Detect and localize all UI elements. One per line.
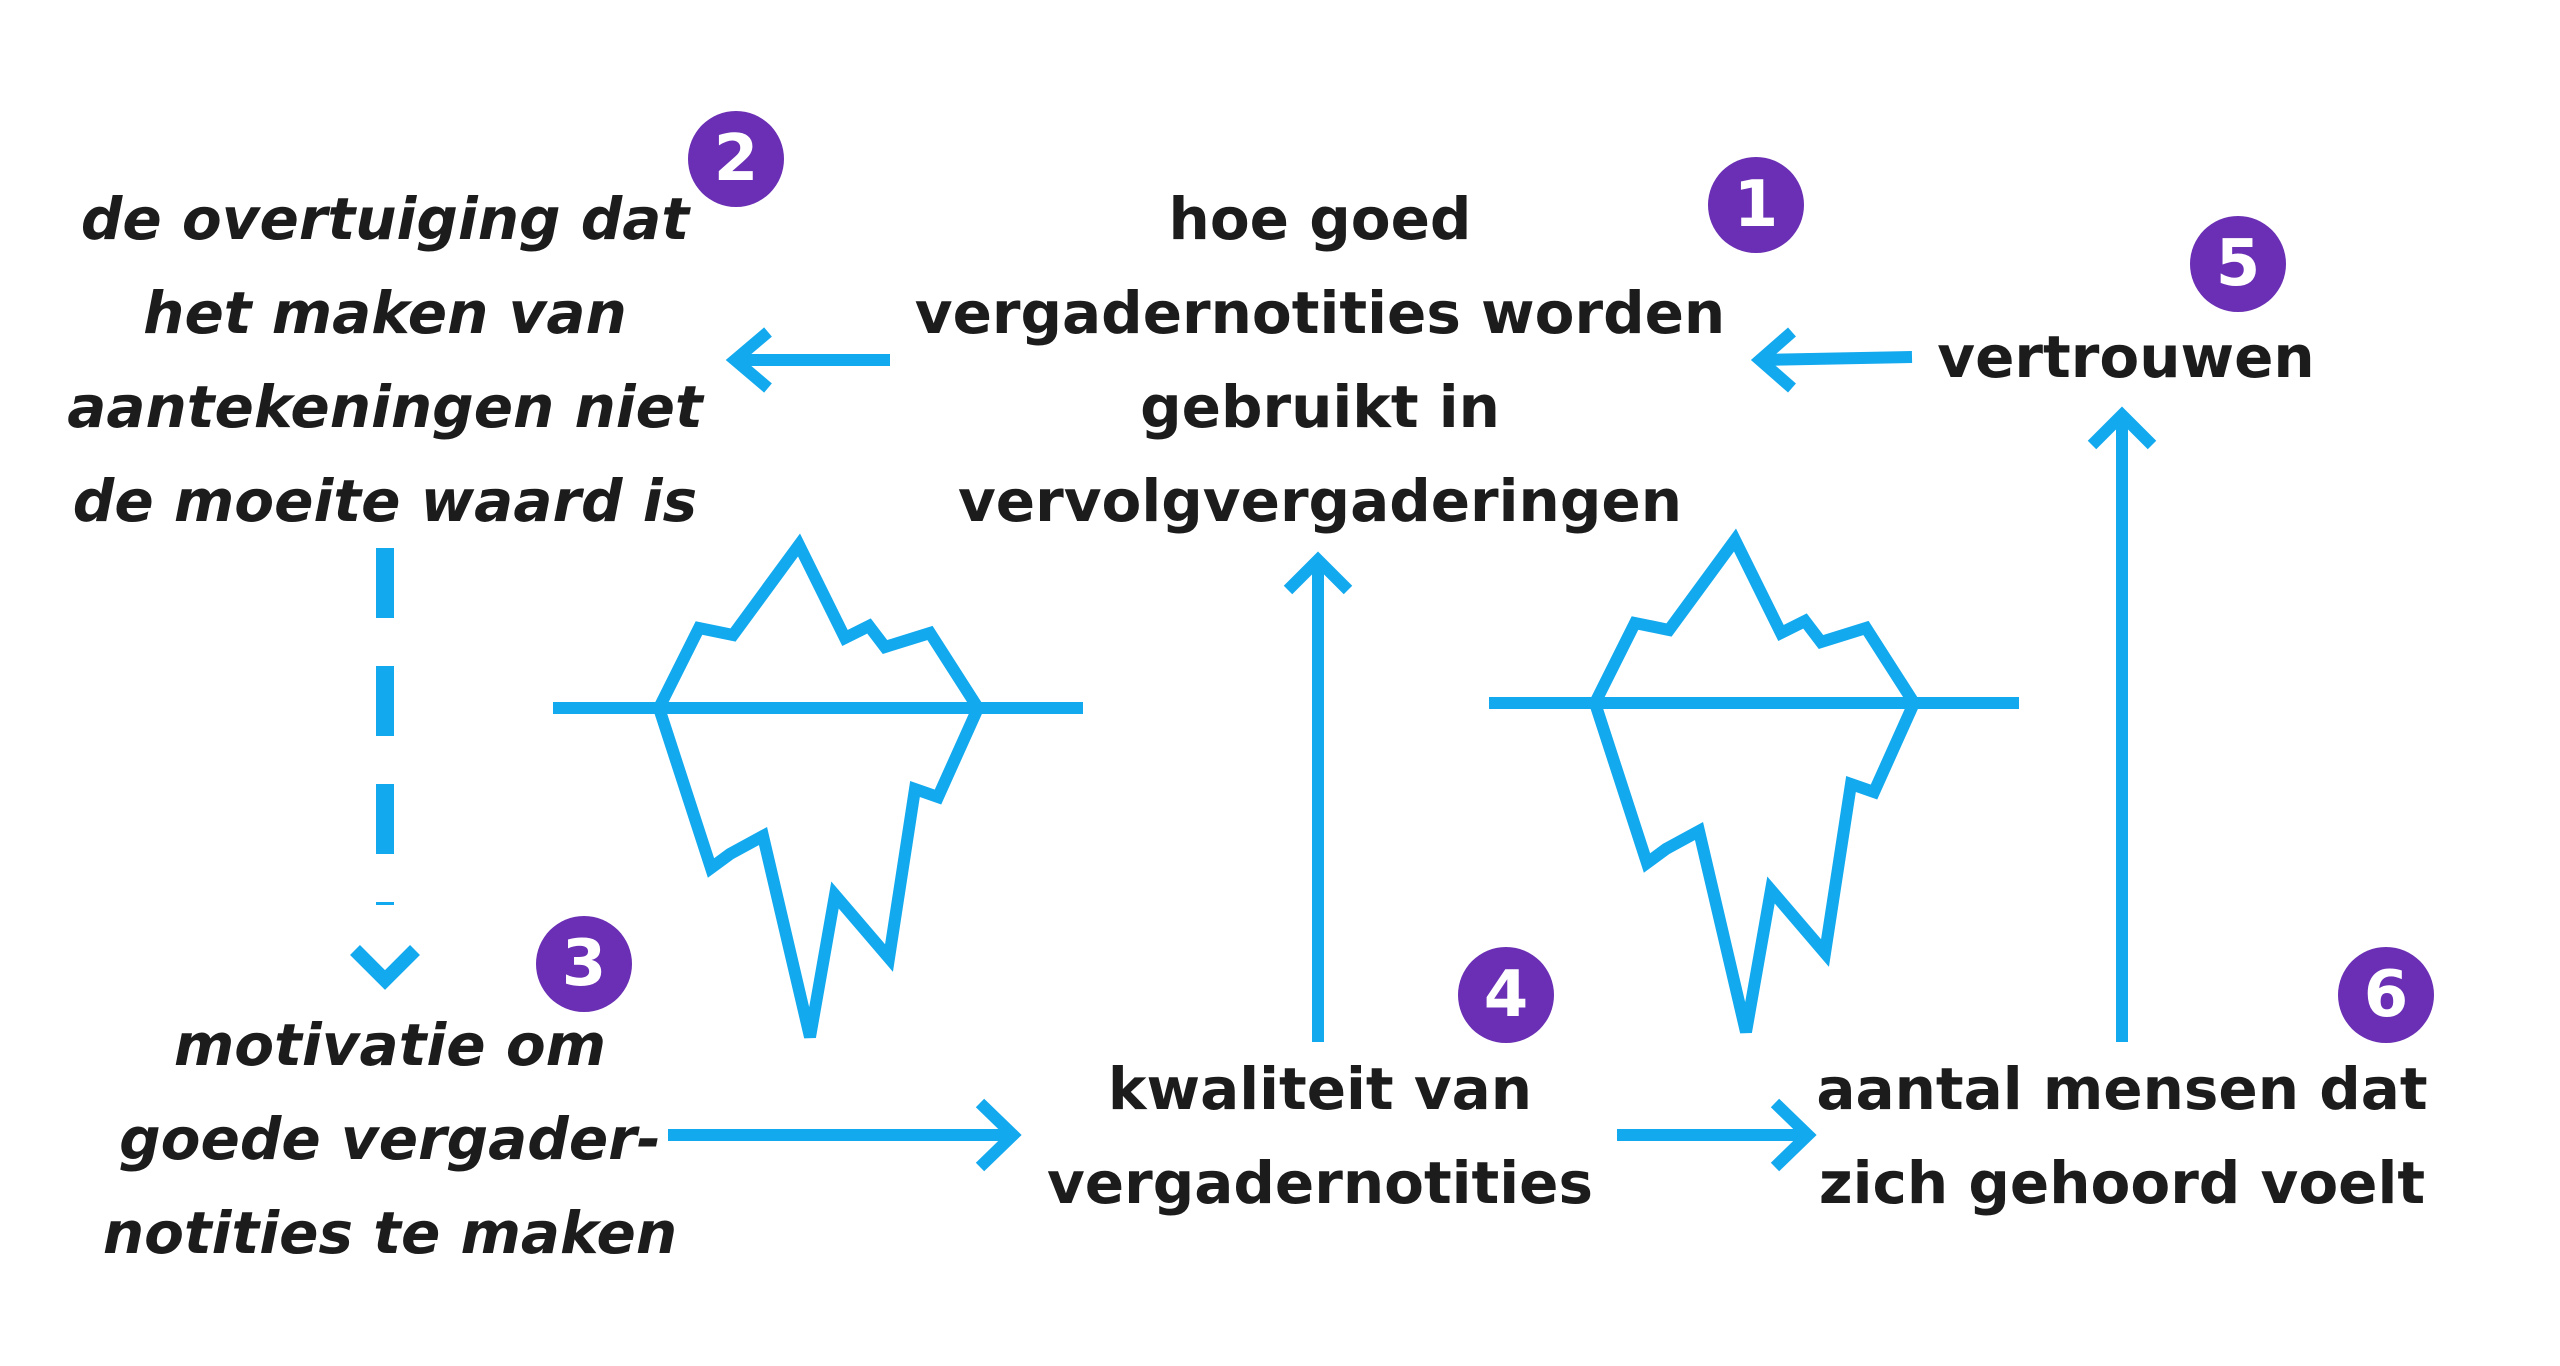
arrow-6-to-5 [2087, 406, 2157, 1042]
node-6-line: zich gehoord voelt [1818, 1149, 2426, 1217]
node-2-text: de overtuiging dat het maken van aanteke… [60, 172, 710, 548]
node-2-line: aantekeningen niet [67, 373, 703, 441]
node-1-line: hoe goed [1168, 185, 1472, 253]
node-6-line: aantal mensen dat [1816, 1055, 2428, 1123]
node-2-badge: 2 [688, 111, 784, 207]
node-2-line: de moeite waard is [72, 467, 698, 535]
arrow-2-to-3 [350, 548, 420, 990]
node-3-line: motivatie om [173, 1011, 607, 1079]
node-4-line: vergadernotities [1046, 1149, 1594, 1217]
node-3-badge: 3 [536, 916, 632, 1012]
node-1-text: hoe goed vergadernotities worden gebruik… [900, 172, 1740, 548]
node-5-line: vertrouwen [1937, 323, 2315, 391]
node-2-line: de overtuiging dat [80, 185, 690, 253]
node-1-line: vergadernotities worden [914, 279, 1726, 347]
node-6-text: aantal mensen dat zich gehoord voelt [1782, 1042, 2462, 1230]
node-4-text: kwaliteit van vergadernotities [1020, 1042, 1620, 1230]
node-3-line: notities te maken [102, 1199, 678, 1267]
arrow-1-to-2 [725, 327, 890, 393]
iceberg-icon [1489, 540, 2019, 1032]
node-2-line: het maken van [143, 279, 627, 347]
node-5-badge: 5 [2190, 216, 2286, 312]
node-4-badge: 4 [1458, 947, 1554, 1043]
node-3-text: motivatie om goede vergader- notities te… [80, 998, 700, 1280]
arrow-3-to-4 [668, 1098, 1022, 1172]
node-4-line: kwaliteit van [1107, 1055, 1533, 1123]
arrow-4-to-1 [1283, 551, 1353, 1042]
node-6-badge: 6 [2338, 947, 2434, 1043]
node-1-line: vervolgvergaderingen [958, 467, 1682, 535]
node-1-badge: 1 [1708, 157, 1804, 253]
arrow-5-to-1 [1750, 327, 1913, 393]
node-3-line: goede vergader- [119, 1105, 661, 1173]
arrow-4-to-6 [1617, 1098, 1817, 1172]
node-1-line: gebruikt in [1140, 373, 1500, 441]
node-5-text: vertrouwen [1916, 310, 2336, 404]
iceberg-icon [553, 545, 1083, 1037]
